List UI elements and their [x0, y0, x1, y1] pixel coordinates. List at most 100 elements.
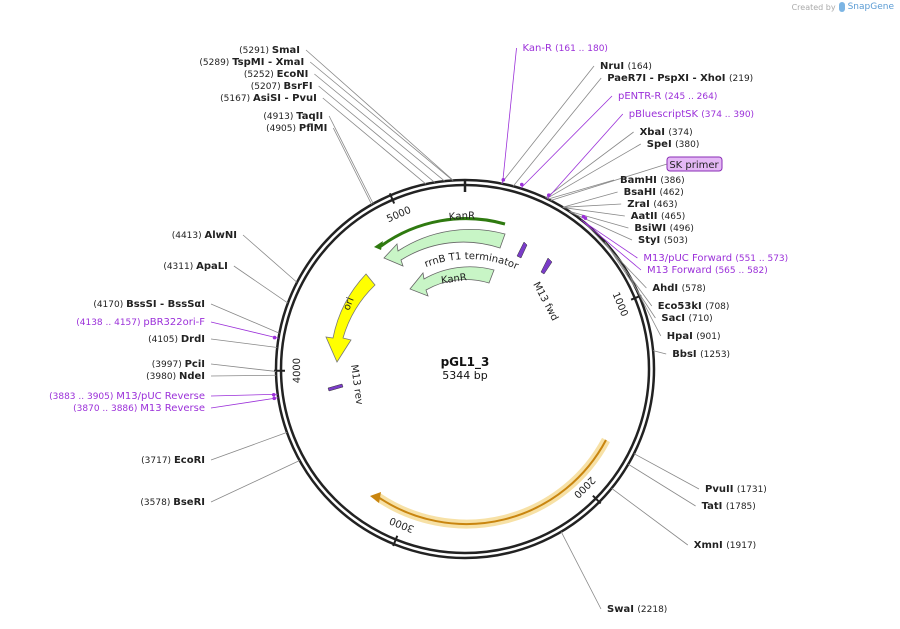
primer-leader-line: [582, 220, 642, 271]
tick-label: 5000: [385, 205, 413, 225]
enzyme-site-label[interactable]: BsiWI (496): [634, 223, 693, 234]
primer-site-marker: [546, 193, 551, 197]
enzyme-site-label[interactable]: (3980) NdeI: [146, 371, 205, 382]
enzyme-site-label[interactable]: (3997) PciI: [152, 359, 205, 370]
tick-mark: [592, 494, 602, 505]
enzyme-site-label[interactable]: AatII (465): [631, 211, 685, 222]
enzyme-name: ZraI: [627, 199, 653, 210]
enzyme-position: (462): [660, 188, 684, 198]
enzyme-leader-line: [309, 61, 454, 181]
enzyme-site-label[interactable]: ZraI (463): [627, 199, 677, 210]
snapgene-logo-icon: [838, 2, 845, 12]
orange-feature[interactable]: [370, 437, 610, 529]
primer-site-marker: [583, 216, 588, 220]
enzyme-name: HpaI: [667, 331, 696, 342]
enzyme-site-label[interactable]: (4413) AlwNI: [172, 230, 237, 241]
primer-site-marker: [271, 392, 276, 397]
enzyme-site-label[interactable]: PvuII (1731): [705, 484, 767, 495]
enzyme-site-label[interactable]: (5252) EcoNI: [244, 69, 309, 80]
enzyme-leader-line: [547, 179, 615, 200]
m13-fwd-feature[interactable]: M13 fwd: [516, 241, 560, 323]
enzyme-name: BamHI: [620, 175, 660, 186]
credit-prefix: Created by: [791, 2, 836, 12]
primer-site-label[interactable]: (3870 .. 3886) M13 Reverse: [73, 403, 205, 414]
enzyme-position: (5207): [251, 82, 284, 92]
enzyme-site-label[interactable]: (5207) BsrFI: [251, 81, 313, 92]
enzyme-position: (503): [664, 236, 688, 246]
enzyme-site-label[interactable]: (4105) DrdI: [148, 334, 205, 345]
enzyme-name: BsiWI: [634, 223, 669, 234]
enzyme-site-label[interactable]: SacI (710): [661, 313, 712, 324]
enzyme-position: (4170): [93, 300, 126, 310]
primer-name: Kan-R: [523, 43, 556, 54]
primer-name: pBR322ori-F: [143, 317, 205, 328]
ori-feature[interactable]: ori: [325, 273, 376, 363]
m13-rev-feature[interactable]: M13 rev: [327, 364, 365, 406]
primer-site-label[interactable]: M13 Forward (565 .. 582): [647, 265, 768, 276]
enzyme-position: (2218): [637, 605, 667, 615]
enzyme-site-label[interactable]: (5291) SmaI: [239, 45, 300, 56]
enzyme-leader-line: [318, 85, 435, 183]
enzyme-site-label[interactable]: NruI (164): [600, 61, 652, 72]
enzyme-name: PflMI: [299, 123, 327, 134]
leader-lines: [210, 47, 700, 610]
enzyme-position: (4413): [172, 231, 205, 241]
enzyme-leader-line: [210, 460, 300, 503]
enzyme-site-label[interactable]: XmnI (1917): [694, 540, 756, 551]
enzyme-site-label[interactable]: (4905) PflMI: [266, 123, 327, 134]
enzyme-name: ApaLI: [196, 261, 228, 272]
enzyme-name: EcoRI: [174, 455, 205, 466]
ori-label: ori: [342, 296, 357, 312]
primer-site-label[interactable]: pENTR-R (245 .. 264): [618, 91, 717, 102]
primer-site-marker: [501, 178, 506, 182]
enzyme-site-label[interactable]: PaeR7I - PspXI - XhoI (219): [607, 73, 753, 84]
enzyme-site-label[interactable]: (4913) TaqII: [263, 111, 323, 122]
enzyme-site-label[interactable]: BbsI (1253): [672, 349, 730, 360]
enzyme-site-label[interactable]: BamHI (386): [620, 175, 685, 186]
enzyme-site-label[interactable]: BsaHI (462): [624, 187, 684, 198]
kanr-label-1: KanR: [448, 211, 475, 223]
enzyme-name: Eco53kI: [658, 301, 705, 312]
enzyme-leader-line: [629, 276, 662, 337]
enzyme-site-label[interactable]: (3717) EcoRI: [141, 455, 205, 466]
sk-primer-leader-line: [550, 163, 668, 201]
primer-leader-line: [210, 397, 279, 409]
primer-leader-line: [520, 95, 613, 189]
enzyme-site-label[interactable]: (4311) ApaLI: [163, 261, 228, 272]
kanr-outer-arc[interactable]: [380, 217, 506, 248]
enzyme-site-label[interactable]: SwaI (2218): [607, 604, 667, 615]
enzyme-position: (380): [675, 140, 699, 150]
credit: Created by SnapGene: [792, 2, 894, 12]
enzyme-site-label[interactable]: (5289) TspMI - XmaI: [199, 57, 304, 68]
enzyme-site-label[interactable]: (3578) BseRI: [140, 497, 205, 508]
enzyme-position: (465): [661, 212, 685, 222]
enzyme-site-label[interactable]: (4170) BssSI - BssSαI: [93, 299, 205, 310]
enzyme-site-label[interactable]: (5167) AsiSI - PvuI: [220, 93, 317, 104]
enzyme-position: (3980): [146, 372, 179, 382]
enzyme-site-label[interactable]: HpaI (901): [667, 331, 721, 342]
kanr-feature-2[interactable]: KanR: [409, 266, 495, 297]
primer-site-label[interactable]: (3883 .. 3905) M13/pUC Reverse: [49, 391, 205, 402]
enzyme-leader-line: [233, 265, 289, 304]
primer-site-label[interactable]: Kan-R (161 .. 180): [523, 43, 608, 54]
primer-site-label[interactable]: pBluescriptSK (374 .. 390): [629, 109, 754, 120]
enzyme-site-label[interactable]: Eco53kI (708): [658, 301, 730, 312]
enzyme-leader-line: [604, 241, 653, 307]
enzyme-name: SmaI: [272, 45, 300, 56]
enzyme-leader-line: [210, 363, 277, 372]
enzyme-name: StyI: [638, 235, 664, 246]
primer-name: M13 Reverse: [140, 403, 205, 414]
enzyme-position: (4913): [263, 112, 296, 122]
enzyme-site-label[interactable]: AhdI (578): [652, 283, 705, 294]
enzyme-name: TatI: [702, 501, 726, 512]
sk-primer-box[interactable]: SK primer: [666, 156, 723, 172]
enzyme-site-label[interactable]: StyI (503): [638, 235, 688, 246]
enzyme-site-label[interactable]: TatI (1785): [702, 501, 756, 512]
enzyme-site-label[interactable]: SpeI (380): [647, 139, 700, 150]
primer-position: (245 .. 264): [665, 92, 718, 102]
primer-site-label[interactable]: (4138 .. 4157) pBR322ori-F: [76, 317, 205, 328]
primer-site-label[interactable]: M13/pUC Forward (551 .. 573): [643, 253, 788, 264]
enzyme-name: EcoNI: [277, 69, 309, 80]
enzyme-site-label[interactable]: XbaI (374): [640, 127, 693, 138]
